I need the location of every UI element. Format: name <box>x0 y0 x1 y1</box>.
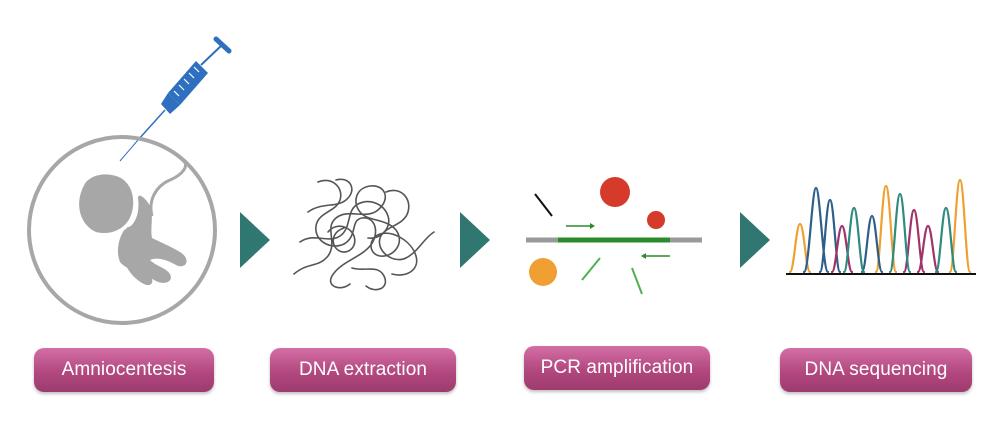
amniotic-sac-circle <box>27 135 217 325</box>
umbilical-cord <box>149 158 187 217</box>
dna-strand-icon <box>293 178 435 291</box>
amniocentesis-graphic <box>27 36 232 325</box>
black-primer <box>534 193 553 217</box>
step-label-amniocentesis: Amniocentesis <box>34 348 214 392</box>
sequencing-chromatogram-icon <box>786 178 976 275</box>
primer-fragment <box>581 257 601 281</box>
step-label-text: DNA extraction <box>298 359 428 380</box>
red-dot-small <box>647 211 665 229</box>
pcr-amplification-icon <box>526 177 702 295</box>
trace-teal <box>842 192 958 274</box>
reverse-primer-arrow <box>641 253 670 259</box>
orange-dot <box>529 258 557 286</box>
step-label-text: Amniocentesis <box>61 359 187 380</box>
forward-primer-arrow <box>566 223 595 229</box>
step-label-dna-sequencing: DNA sequencing <box>780 348 972 392</box>
step-label-pcr-amplification: PCR amplification <box>524 346 710 390</box>
syringe-icon <box>119 36 232 162</box>
step-label-text: DNA sequencing <box>804 359 948 380</box>
red-dot-large <box>600 177 630 207</box>
step-label-dna-extraction: DNA extraction <box>270 348 456 392</box>
step-label-text: PCR amplification <box>540 357 694 378</box>
play-arrow-icon <box>240 212 270 268</box>
primer-fragment <box>631 267 643 295</box>
fetus-icon <box>79 174 187 286</box>
play-arrow-icon <box>460 212 490 268</box>
play-arrow-icon <box>740 212 770 268</box>
